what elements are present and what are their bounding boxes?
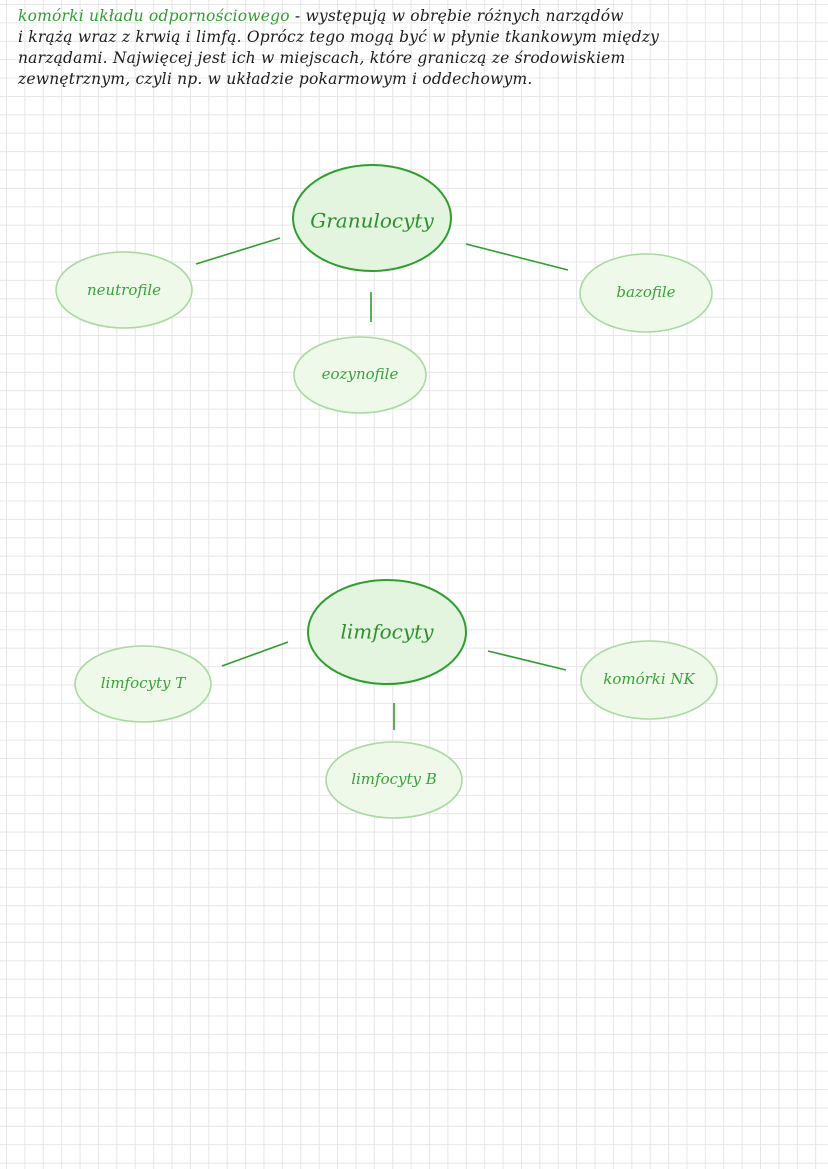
bubble-limfocyty-b	[325, 741, 463, 819]
connector-limfocyty-komorki-nk	[487, 650, 567, 671]
bubble-limfocyty	[307, 579, 467, 685]
bubble-bazofile	[579, 253, 713, 333]
bubble-eozynofile	[293, 336, 427, 414]
intro-text: - występują w obrębie różnych narządów i…	[18, 7, 660, 88]
connector-granulocyty-neutrofile	[195, 237, 281, 265]
bubble-komorki-nk	[580, 640, 718, 720]
intro-highlight: komórki układu odpornościowego	[18, 7, 290, 25]
limfocyty-cluster: limfocyty limfocyty T komórki NK limfocy…	[74, 579, 718, 819]
label-eozynofile: eozynofile	[322, 365, 399, 383]
connector-limfocyty-limfocyty-t	[221, 641, 289, 667]
bubble-granulocyty	[292, 164, 452, 272]
bubble-limfocyty-t	[74, 645, 212, 723]
label-granulocyty: Granulocyty	[310, 209, 434, 233]
label-limfocyty: limfocyty	[340, 620, 434, 644]
connector-granulocyty-bazofile	[465, 243, 569, 271]
granulocyty-cluster: Granulocyty neutrofile bazofile eozynofi…	[55, 164, 713, 414]
label-limfocyty-t: limfocyty T	[101, 674, 187, 692]
label-limfocyty-b: limfocyty B	[351, 770, 437, 788]
intro-paragraph: komórki układu odpornościowego - występu…	[18, 6, 808, 90]
label-komorki-nk: komórki NK	[603, 670, 695, 688]
bubble-neutrofile	[55, 251, 193, 329]
label-bazofile: bazofile	[616, 283, 675, 301]
label-neutrofile: neutrofile	[87, 281, 161, 299]
